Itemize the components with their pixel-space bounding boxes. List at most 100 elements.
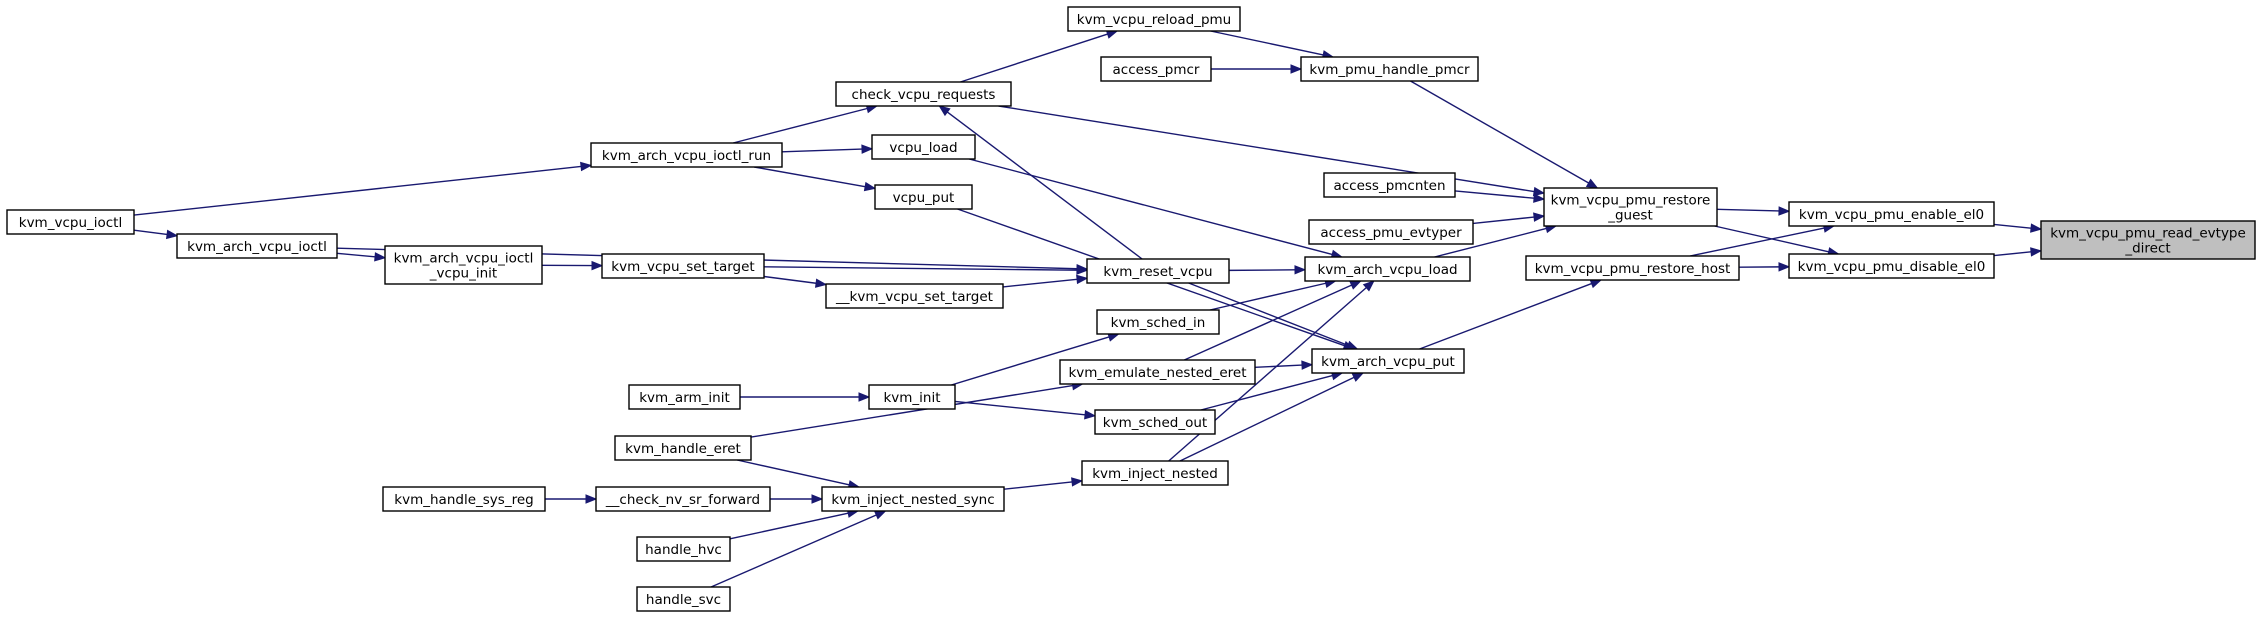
arrowhead	[1294, 265, 1307, 275]
node-label: access_pmcnten	[1333, 178, 1445, 194]
arrowhead	[1076, 265, 1089, 275]
node-label: kvm_inject_nested	[1092, 466, 1218, 482]
edge-line	[1002, 278, 1078, 288]
node-label: kvm_vcpu_pmu_restore	[1551, 193, 1711, 209]
edge-line	[133, 229, 168, 236]
edge-line	[1419, 282, 1592, 350]
node-check-vcpu-requests[interactable]: check_vcpu_requests	[835, 81, 1012, 107]
arrowhead	[2030, 247, 2043, 257]
node-label: __check_nv_sr_forward	[605, 492, 760, 508]
node-kvm-inject-nested[interactable]: kvm_inject_nested	[1081, 460, 1229, 486]
edge-line	[781, 148, 863, 153]
node-kvm-inject-nested-sync[interactable]: kvm_inject_nested_sync	[821, 486, 1005, 512]
edge-line	[1472, 216, 1535, 225]
node-kvm-arch-vcpu-ioctl-vcpu-init[interactable]: kvm_arch_vcpu_ioctl_vcpu_init	[384, 245, 543, 285]
node-handle-svc[interactable]: handle_svc	[636, 586, 731, 612]
node-kvm-arm-init[interactable]: kvm_arm_init	[628, 384, 741, 410]
node-label: kvm_arch_vcpu_load	[1317, 262, 1457, 278]
edge-line	[710, 514, 877, 588]
edge-line	[736, 459, 850, 486]
node-kvm-vcpu-pmu-read-evtype-direct[interactable]: kvm_vcpu_pmu_read_evtype_direct	[2040, 220, 2256, 260]
node-label: _vcpu_init	[429, 266, 497, 282]
edge-n26-to-n19	[954, 400, 1097, 420]
arrowhead	[1533, 193, 1546, 203]
edge-n12-to-n4	[1419, 279, 1603, 350]
node-box	[1096, 309, 1220, 335]
arrowhead	[863, 181, 877, 192]
node-kvm-arch-vcpu-ioctl[interactable]: kvm_arch_vcpu_ioctl	[176, 233, 338, 259]
edge-n13-to-n15	[781, 144, 874, 154]
node-box	[601, 253, 765, 279]
edge-n10-to-n6	[960, 29, 1119, 83]
node-label: kvm_sched_out	[1103, 415, 1207, 431]
node-check-nv-sr-forward[interactable]: __check_nv_sr_forward	[595, 486, 771, 512]
node-kvm-arch-vcpu-load[interactable]: kvm_arch_vcpu_load	[1304, 256, 1471, 282]
arrowhead	[858, 392, 871, 402]
node-label: kvm_vcpu_pmu_disable_el0	[1798, 259, 1986, 275]
edge-n5-to-n3	[1410, 80, 1599, 189]
edge-line	[1689, 227, 1825, 257]
node-kvm-vcpu-set-target[interactable]: kvm_vcpu_set_target	[601, 253, 765, 279]
node-kvm-arch-vcpu-put[interactable]: kvm_arch_vcpu_put	[1311, 348, 1465, 374]
node-kvm-init[interactable]: kvm_init	[868, 384, 956, 410]
node-kvm-sched-in[interactable]: kvm_sched_in	[1096, 309, 1220, 335]
node-handle-hvc[interactable]: handle_hvc	[636, 536, 731, 562]
node-label: access_pmu_evtyper	[1320, 225, 1462, 241]
arrowhead	[1589, 279, 1603, 289]
node-box	[1525, 255, 1740, 281]
edge-line	[133, 165, 582, 216]
node-access-pmcnten[interactable]: access_pmcnten	[1323, 172, 1456, 198]
edge-line	[960, 33, 1108, 83]
edge-line	[1410, 80, 1589, 184]
edge-n14-to-n11	[1228, 265, 1307, 275]
node-kvm-sched-out[interactable]: kvm_sched_out	[1094, 409, 1216, 435]
node-label: kvm_reset_vcpu	[1103, 264, 1212, 280]
node-kvm-vcpu-pmu-enable-el0[interactable]: kvm_vcpu_pmu_enable_el0	[1788, 201, 1995, 227]
node-kvm-reset-vcpu[interactable]: kvm_reset_vcpu	[1086, 258, 1230, 284]
edge-n23-to-n24	[541, 260, 604, 271]
node-kvm-vcpu-pmu-restore-host[interactable]: kvm_vcpu_pmu_restore_host	[1525, 255, 1740, 281]
arrowhead	[1351, 372, 1365, 382]
edge-n17-to-n11	[1209, 278, 1337, 311]
edge-line	[1993, 223, 2032, 229]
edge-n21-to-n22	[133, 229, 179, 240]
node-kvm-pmu-handle-pmcr[interactable]: kvm_pmu_handle_pmcr	[1300, 56, 1479, 82]
node-box	[382, 486, 546, 512]
node-label: kvm_init	[883, 390, 940, 406]
node-kvm-vcpu-pmu-restore-guest[interactable]: kvm_vcpu_pmu_restore_guest	[1543, 187, 1718, 227]
node-kvm-handle-eret[interactable]: kvm_handle_eret	[614, 435, 752, 461]
edge-line	[1003, 481, 1073, 490]
node-box	[821, 486, 1005, 512]
node-box	[1059, 359, 1256, 385]
edge-n14-to-n10	[938, 105, 1143, 260]
node-label: kvm_vcpu_pmu_read_evtype	[2050, 226, 2246, 242]
edge-n30-to-n29	[770, 494, 824, 504]
node-box	[1081, 460, 1229, 486]
edge-line	[1184, 284, 1352, 361]
node-kvm-vcpu-ioctl[interactable]: kvm_vcpu_ioctl	[6, 209, 135, 235]
edge-n15-to-n11	[968, 158, 1344, 259]
edge-line	[946, 111, 1143, 260]
node-vcpu-put[interactable]: vcpu_put	[874, 184, 973, 210]
edge-n13-to-n10	[732, 104, 879, 144]
node-label: kvm_arch_vcpu_ioctl	[394, 251, 534, 267]
node-label: kvm_vcpu_set_target	[611, 259, 754, 275]
node-box	[871, 134, 976, 160]
node-box	[825, 283, 1004, 309]
node-label: _direct	[2124, 241, 2170, 257]
edge-n8-to-n3	[1454, 190, 1546, 203]
node-vcpu-load[interactable]: vcpu_load	[871, 134, 976, 160]
node-box	[384, 245, 543, 285]
node-kvm-arch-vcpu-ioctl-run[interactable]: kvm_arch_vcpu_ioctl_run	[590, 142, 783, 168]
node-box	[835, 81, 1012, 107]
node-access-pmu-evtyper[interactable]: access_pmu_evtyper	[1308, 219, 1474, 245]
node-kvm-vcpu-reload-pmu[interactable]: kvm_vcpu_reload_pmu	[1067, 6, 1241, 32]
node-access-pmcr[interactable]: access_pmcr	[1100, 56, 1212, 82]
node-label: kvm_arm_init	[639, 390, 730, 406]
node-kvm-handle-sys-reg[interactable]: kvm_handle_sys_reg	[382, 486, 546, 512]
arrowhead	[811, 494, 824, 504]
node-kvm-vcpu-pmu-disable-el0[interactable]: kvm_vcpu_pmu_disable_el0	[1788, 253, 1995, 279]
node-kvm-vcpu-set-target[interactable]: __kvm_vcpu_set_target	[825, 283, 1004, 309]
edge-line	[1716, 208, 1780, 212]
node-kvm-emulate-nested-eret[interactable]: kvm_emulate_nested_eret	[1059, 359, 1256, 385]
